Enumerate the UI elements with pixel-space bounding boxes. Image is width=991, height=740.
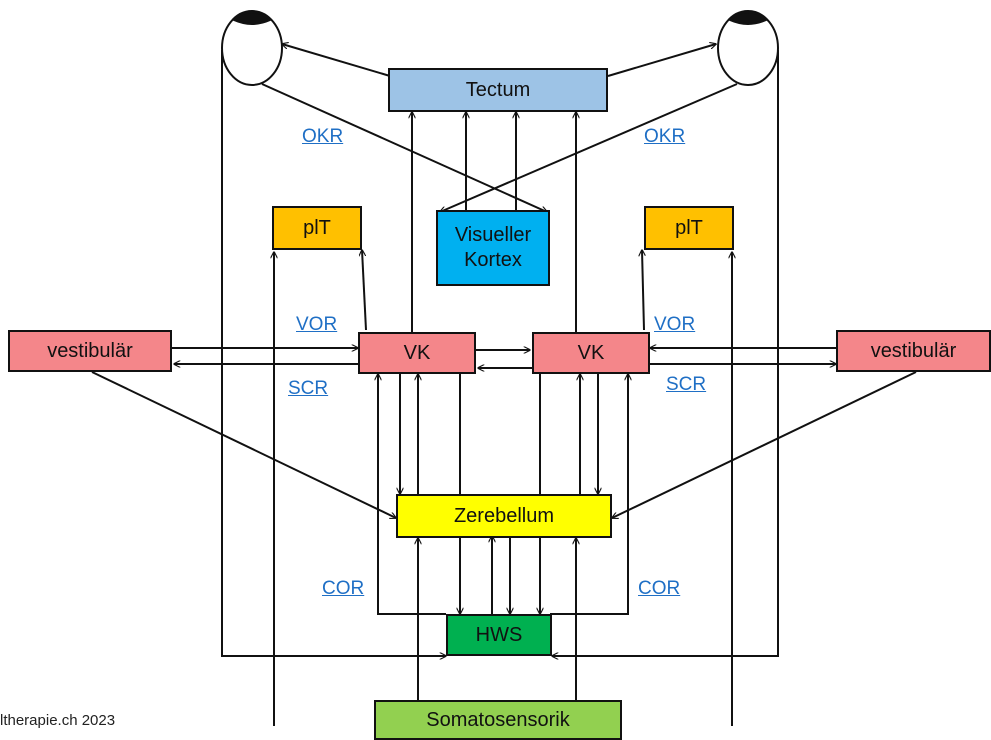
okr-right-link[interactable]: OKR <box>644 126 686 147</box>
left-eye-icon <box>221 10 283 86</box>
left-eye-to-hws <box>221 50 446 656</box>
cerebellum-label: Zerebellum <box>453 504 555 527</box>
cerebellum-box: Zerebellum <box>396 494 612 538</box>
vk-left-to-plt <box>362 250 367 331</box>
vk-right-to-plt <box>642 250 644 331</box>
cor-left-link[interactable]: COR <box>322 578 365 599</box>
plt-left-label: plT <box>303 216 331 239</box>
hws-label: HWS <box>475 623 523 646</box>
hws-box: HWS <box>446 614 552 656</box>
visual-cortex-label-line1: Visueller <box>454 224 532 246</box>
vor-right-link[interactable]: VOR <box>654 314 696 335</box>
left-eye-to-cortex <box>261 83 547 212</box>
vest-right-to-cerebellum <box>612 371 917 518</box>
vk-right-label: VK <box>577 341 605 364</box>
right-eye-icon <box>717 10 779 86</box>
plt-right-box: plT <box>644 206 734 250</box>
vk-left-label: VK <box>403 341 431 364</box>
right-eye-to-hws <box>552 50 779 656</box>
vor-left-link[interactable]: VOR <box>296 314 338 335</box>
okr-left-link[interactable]: OKR <box>302 126 344 147</box>
somatosensory-label: Somatosensorik <box>426 708 570 731</box>
credit-text: ltherapie.ch 2023 <box>0 712 116 729</box>
vk-right-box: VK <box>532 332 650 374</box>
somatosensory-box: Somatosensorik <box>374 700 622 740</box>
vestibular-right-label: vestibulär <box>870 339 957 362</box>
plt-left-box: plT <box>272 206 362 250</box>
vestibular-right-box: vestibulär <box>836 330 991 372</box>
tectum-to-right-eye <box>607 44 716 77</box>
vest-left-to-cerebellum <box>91 371 396 518</box>
vk-left-box: VK <box>358 332 476 374</box>
visual-cortex-label-line2: Kortex <box>464 249 522 271</box>
hws-to-vk-left <box>378 374 446 615</box>
tectum-label: Tectum <box>465 78 531 101</box>
right-eye-to-cortex <box>440 83 738 212</box>
cor-right-link[interactable]: COR <box>638 578 681 599</box>
vestibular-left-label: vestibulär <box>47 339 133 362</box>
scr-left-link[interactable]: SCR <box>288 378 329 399</box>
tectum-box: Tectum <box>388 68 608 112</box>
scr-right-link[interactable]: SCR <box>666 374 707 395</box>
visual-cortex-box: Visueller Kortex <box>436 210 550 286</box>
vestibular-left-box: vestibulär <box>8 330 172 372</box>
plt-right-label: plT <box>675 216 703 239</box>
tectum-to-left-eye <box>282 44 391 77</box>
